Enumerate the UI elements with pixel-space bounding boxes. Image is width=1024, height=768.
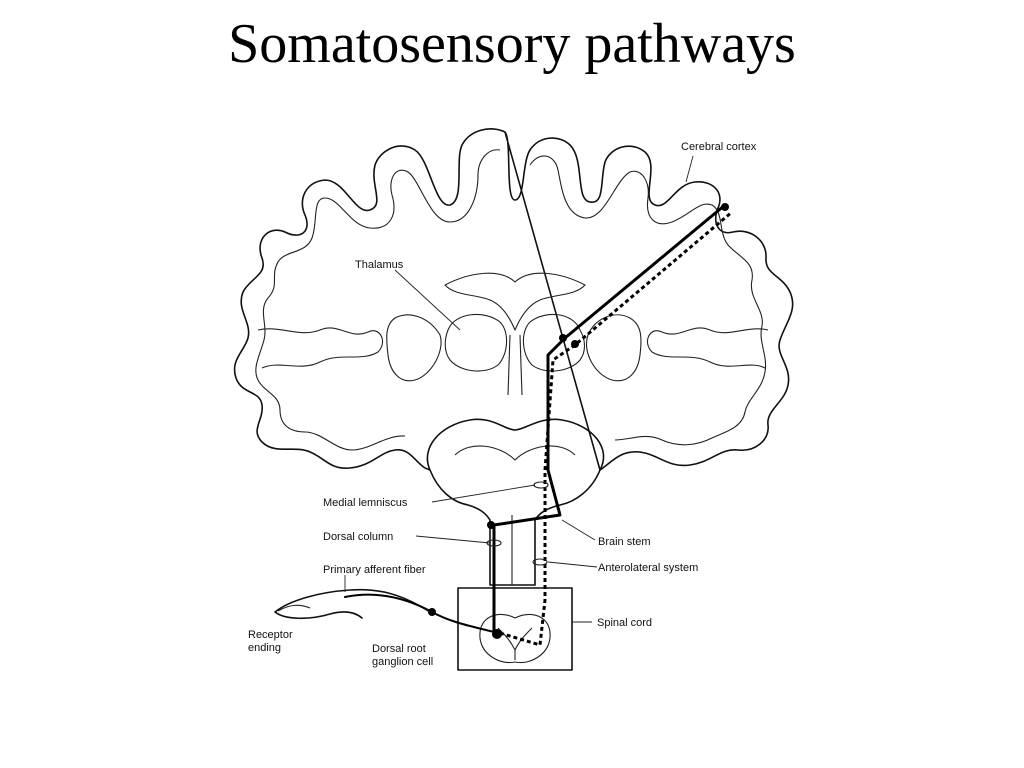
third-ventricle xyxy=(507,334,523,396)
label-primary-afferent-fiber: Primary afferent fiber xyxy=(323,564,426,576)
primary-afferent-fiber-line xyxy=(344,593,495,633)
label-cerebral-cortex: Cerebral cortex xyxy=(681,141,757,153)
anterolateral-marker xyxy=(532,558,548,566)
left-lateral-ventricle xyxy=(386,314,442,382)
leader-brain-stem xyxy=(561,519,596,541)
thalamus-right xyxy=(522,313,586,372)
label-dorsal-column: Dorsal column xyxy=(323,531,393,543)
thalamus-neuron-2 xyxy=(571,340,579,348)
leader-dorsal-column xyxy=(415,535,491,544)
right-lateral-ventricle xyxy=(586,314,642,382)
spinal-cord-box xyxy=(457,587,573,671)
lemniscus-marker xyxy=(533,481,549,489)
label-anterolateral-system: Anterolateral system xyxy=(598,562,698,574)
leader-anterolateral xyxy=(547,561,598,568)
label-thalamus: Thalamus xyxy=(355,259,404,271)
leader-cerebral-cortex xyxy=(685,155,694,183)
cortex-terminal xyxy=(721,203,729,211)
label-medial-lemniscus: Medial lemniscus xyxy=(323,497,408,509)
brain-outline xyxy=(233,128,794,471)
corpus-callosum xyxy=(444,272,586,331)
label-receptor-ending-line1: Receptor xyxy=(248,629,293,641)
leader-thalamus xyxy=(394,269,461,331)
label-spinal-cord: Spinal cord xyxy=(597,617,652,629)
cortex-inner-contour xyxy=(255,149,501,451)
dorsal-horn-neuron xyxy=(492,629,502,639)
label-receptor-ending-line2: ending xyxy=(248,642,281,654)
finger-outline xyxy=(274,588,431,620)
leader-medial-lemniscus xyxy=(431,484,536,503)
thalamus-neuron-1 xyxy=(559,334,567,342)
cortex-inner-contour-right xyxy=(529,155,767,446)
label-dorsal-root-line1: Dorsal root xyxy=(372,643,426,655)
pons-inner xyxy=(454,445,576,461)
slide-title: Somatosensory pathways xyxy=(228,13,796,75)
fingernail xyxy=(277,604,311,612)
brain-stem-outline xyxy=(426,418,605,586)
label-brain-stem: Brain stem xyxy=(598,536,651,548)
thalamus-left xyxy=(444,313,508,372)
right-temporal-fold xyxy=(647,327,769,369)
dorsal-column-nucleus xyxy=(487,521,495,529)
spinal-cord-cross-section xyxy=(479,613,551,664)
left-temporal-fold xyxy=(257,327,383,369)
label-dorsal-root-line2: ganglion cell xyxy=(372,656,433,668)
